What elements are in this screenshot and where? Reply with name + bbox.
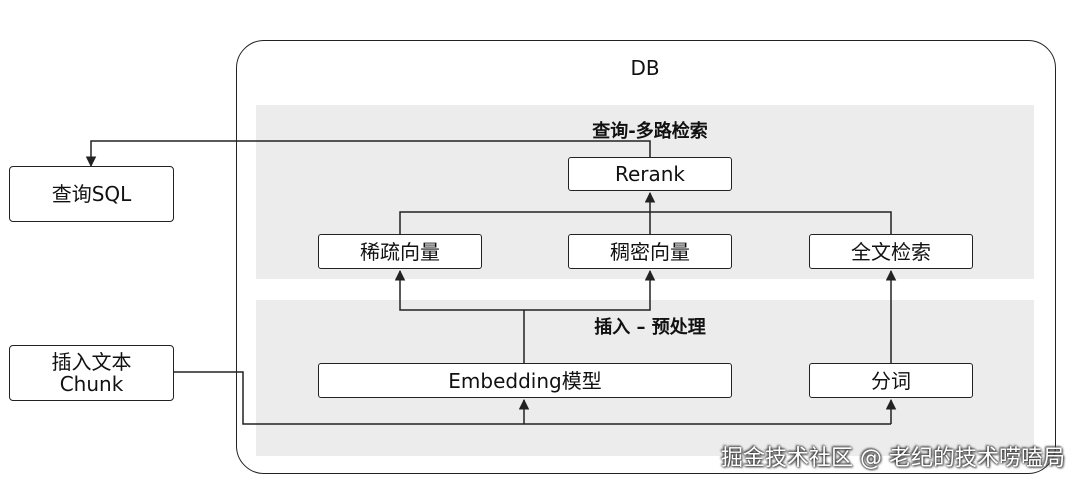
embedding-model-label: Embedding模型 <box>448 368 602 393</box>
watermark: 掘金技术社区 @ 老纪的技术唠嗑局 <box>721 446 1065 471</box>
sparse-vector-label: 稀疏向量 <box>360 239 440 264</box>
insert-panel-title: 插入 – 预处理 <box>594 317 706 338</box>
tokenizer-node: 分词 <box>809 363 973 398</box>
dense-vector-node: 稠密向量 <box>568 234 732 269</box>
sparse-vector-node: 稀疏向量 <box>318 234 482 269</box>
dense-vector-label: 稠密向量 <box>610 239 690 264</box>
rerank-label: Rerank <box>614 162 686 186</box>
query-sql-label: 查询SQL <box>51 182 132 206</box>
fulltext-search-node: 全文检索 <box>809 234 973 269</box>
fulltext-search-label: 全文检索 <box>851 239 931 264</box>
embedding-model-node: Embedding模型 <box>318 363 732 398</box>
insert-text-chunk-node: 插入文本 Chunk <box>9 345 174 401</box>
chunk-label: Chunk <box>59 372 124 396</box>
insert-text-label: 插入文本 <box>51 350 132 374</box>
db-title: DB <box>630 56 660 80</box>
query-sql-node: 查询SQL <box>9 166 174 222</box>
tokenizer-label: 分词 <box>871 368 911 393</box>
query-panel-title: 查询-多路检索 <box>592 121 708 142</box>
rerank-node: Rerank <box>568 157 732 191</box>
